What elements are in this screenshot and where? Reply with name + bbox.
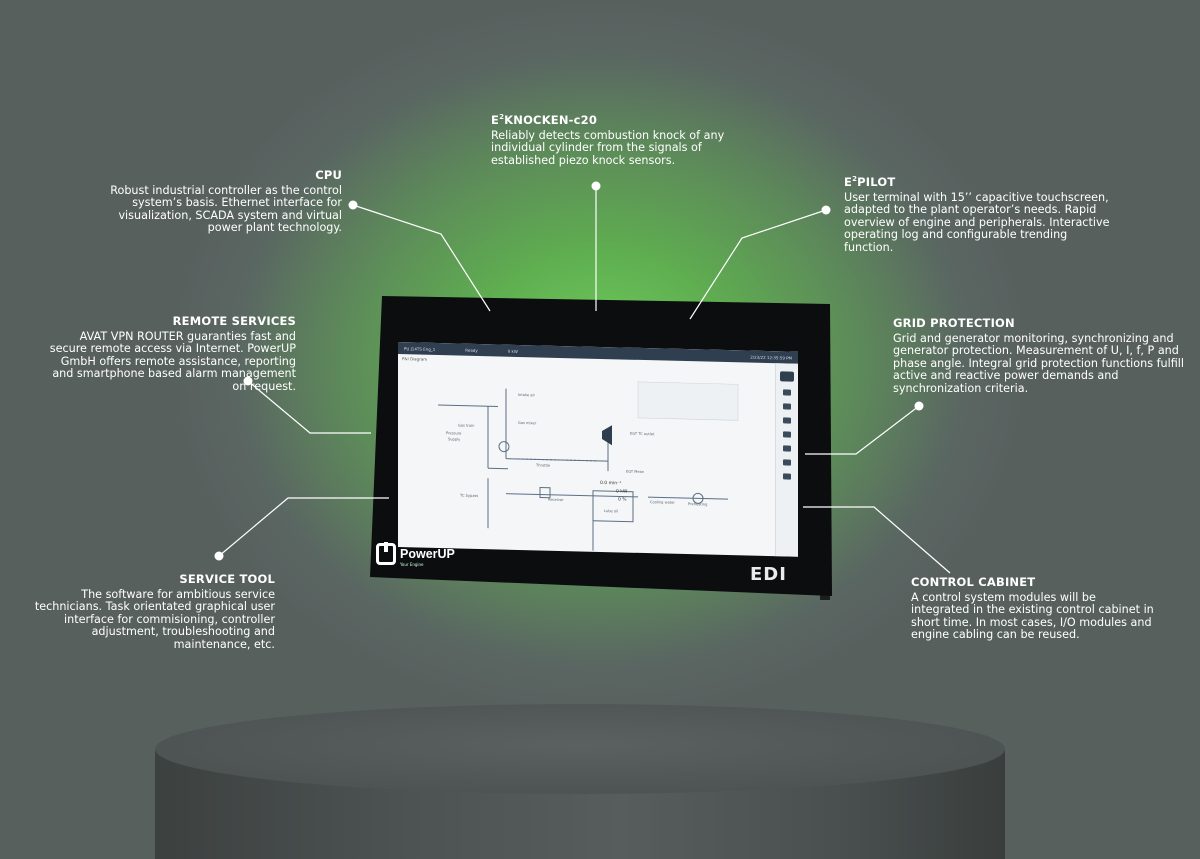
- remote-dot: [244, 377, 253, 386]
- service-dot: [215, 552, 224, 561]
- cpu-connector: [353, 205, 490, 311]
- pilot-connector: [690, 210, 826, 319]
- service-connector: [219, 498, 389, 556]
- cabinet-connector: [803, 507, 950, 573]
- grid-connector: [805, 406, 919, 454]
- remote-connector: [248, 381, 371, 433]
- knocken-dot: [592, 182, 601, 191]
- pilot-dot: [822, 206, 831, 215]
- grid-dot: [915, 402, 924, 411]
- cpu-dot: [349, 201, 358, 210]
